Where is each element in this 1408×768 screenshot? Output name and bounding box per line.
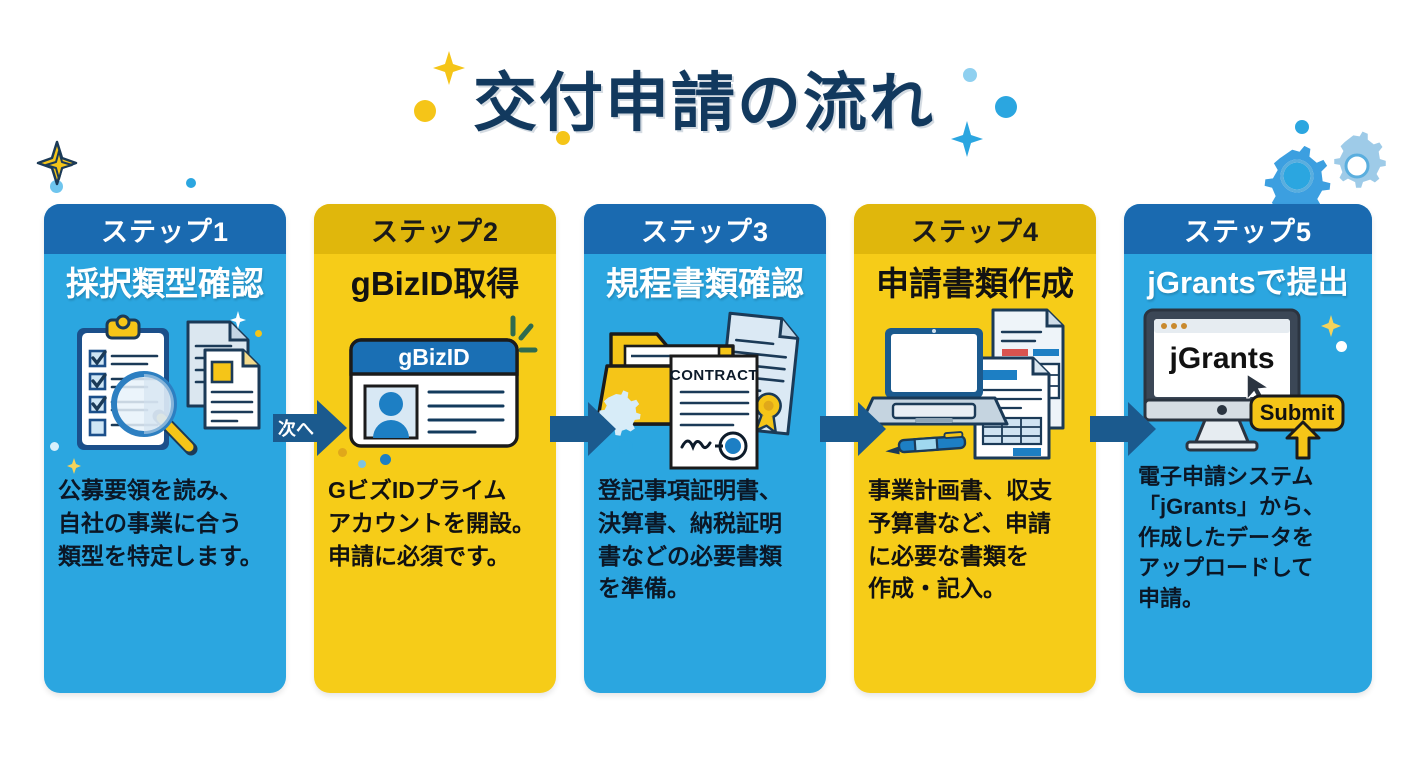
dot-decoration bbox=[255, 330, 262, 338]
dot-decoration bbox=[338, 448, 347, 458]
sparkle-icon bbox=[1321, 315, 1341, 338]
page-title: 交付申請の流れ bbox=[473, 67, 935, 139]
sparkle-icon bbox=[230, 311, 246, 330]
step-title-2: gBizID取得 bbox=[350, 265, 520, 302]
step-description-5: 電子申請システム 「jGrants」から、 作成したデータを アップロードして … bbox=[1138, 464, 1326, 611]
arrow-step1-to-step2: 次へ bbox=[273, 400, 347, 456]
monitor-screen-text: jGrants bbox=[1168, 342, 1274, 375]
dot-decoration bbox=[50, 180, 63, 193]
step-card-1[interactable]: ステップ1 採択類型確認 bbox=[44, 204, 286, 693]
id-card-label: gBizID bbox=[398, 344, 470, 370]
dot-decoration bbox=[186, 178, 196, 188]
dot-decoration bbox=[556, 131, 570, 145]
id-card-icon: gBizID bbox=[314, 302, 556, 474]
arrow-label-next: 次へ bbox=[278, 419, 314, 439]
arrow-step2-to-step3 bbox=[550, 402, 624, 458]
sparkle-icon bbox=[951, 121, 983, 157]
submit-button-label: Submit bbox=[1260, 400, 1335, 425]
step-badge-2: ステップ2 bbox=[314, 204, 556, 254]
step-description-3: 登記事項証明書、 決算書、納税証明 書などの必要書類 を準備。 bbox=[598, 477, 782, 602]
svg-text:CONTRACT: CONTRACT bbox=[670, 367, 758, 384]
step-description-2: GビズIDプライム アカウントを開設。 申請に必須です。 bbox=[328, 477, 535, 569]
step-card-3[interactable]: ステップ3 規程書類確認 bbox=[584, 204, 826, 693]
sparkle-icon bbox=[433, 51, 465, 85]
dot-decoration bbox=[1336, 341, 1347, 353]
dot-decoration bbox=[995, 96, 1017, 118]
step-title-1: 採択類型確認 bbox=[66, 265, 264, 302]
dot-decoration bbox=[380, 454, 391, 466]
sparkle-icon bbox=[67, 458, 81, 475]
dot-decoration bbox=[358, 460, 366, 469]
step-description-1: 公募要領を読み、 自社の事業に合う 類型を特定します。 bbox=[58, 477, 263, 569]
dot-decoration bbox=[963, 68, 977, 82]
arrow-step3-to-step4 bbox=[820, 402, 894, 458]
step-card-5[interactable]: ステップ5 jGrantsで提出 jGrants bbox=[1124, 204, 1372, 693]
step-badge-4: ステップ4 bbox=[854, 204, 1096, 254]
sparkle-icon bbox=[45, 150, 73, 180]
step-card-2[interactable]: ステップ2 gBizID取得 gBizID bbox=[314, 204, 556, 693]
step-title-5: jGrantsで提出 bbox=[1147, 265, 1349, 300]
step-badge-3: ステップ3 bbox=[584, 204, 826, 254]
laptop-forms-pen-icon bbox=[854, 302, 1096, 474]
step-title-3: 規程書類確認 bbox=[606, 265, 804, 302]
dot-decoration bbox=[414, 100, 436, 122]
step-badge-5: ステップ5 bbox=[1124, 204, 1372, 254]
step-card-4[interactable]: ステップ4 申請書類作成 bbox=[854, 204, 1096, 693]
dot-decoration bbox=[1295, 120, 1309, 134]
gear-icons-top-right bbox=[1261, 128, 1389, 221]
step-badge-1: ステップ1 bbox=[44, 204, 286, 254]
arrow-step4-to-step5 bbox=[1090, 402, 1164, 458]
dot-decoration bbox=[50, 442, 59, 452]
clipboard-checklist-magnifier-icon bbox=[44, 302, 286, 475]
monitor-submit-icon: jGrants Submit bbox=[1124, 300, 1372, 462]
step-description-4: 事業計画書、収支 予算書など、申請 に必要な書類を 作成・記入。 bbox=[868, 477, 1052, 602]
folder-contract-documents-icon: CONTRACT bbox=[584, 302, 826, 474]
step-title-4: 申請書類作成 bbox=[876, 265, 1074, 302]
